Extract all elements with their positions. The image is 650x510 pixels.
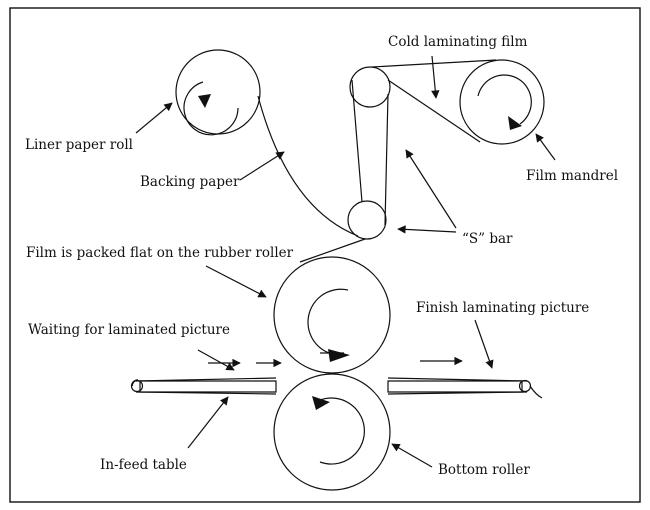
film-mandrel — [459, 59, 545, 145]
label-bottom-roller: Bottom roller — [438, 462, 530, 478]
bottom-roller — [273, 373, 391, 491]
liner-paper-roll — [175, 49, 261, 136]
label-liner-paper-roll: Liner paper roll — [25, 137, 133, 153]
film-packed-pointer — [205, 265, 267, 298]
s-bar-pointer-lower — [397, 225, 457, 234]
label-cold-laminating-film: Cold laminating film — [388, 34, 528, 50]
label-film-mandrel: Film mandrel — [526, 168, 618, 184]
s-bar-pointer-upper — [405, 149, 457, 229]
top-rubber-roller — [273, 256, 391, 374]
finish-picture-pointer — [474, 319, 494, 369]
in-feed-table — [130, 377, 277, 395]
in-feed-table-pointer — [187, 396, 229, 449]
label-film-packed-flat: Film is packed flat on the rubber roller — [26, 245, 294, 261]
s-bar-lower-roller — [347, 200, 387, 240]
liner-roll-pointer — [135, 102, 173, 134]
s-bar-upper-roller — [349, 66, 391, 108]
backing-paper-path — [257, 95, 359, 237]
label-finish-laminating-picture: Finish laminating picture — [416, 300, 589, 316]
label-waiting-for-laminated-picture: Waiting for laminated picture — [28, 322, 230, 338]
bottom-roller-pointer — [391, 443, 433, 468]
label-s-bar: “S” bar — [462, 231, 513, 247]
label-in-feed-table: In-feed table — [100, 457, 187, 473]
label-backing-paper: Backing paper — [140, 174, 240, 190]
film-mandrel-pointer — [535, 133, 556, 161]
diagram-frame — [9, 7, 641, 503]
backing-paper-pointer — [239, 151, 285, 181]
output-table — [387, 377, 543, 399]
waiting-picture-pointer — [197, 349, 235, 371]
film-path — [299, 59, 497, 263]
cold-film-pointer — [431, 55, 440, 99]
